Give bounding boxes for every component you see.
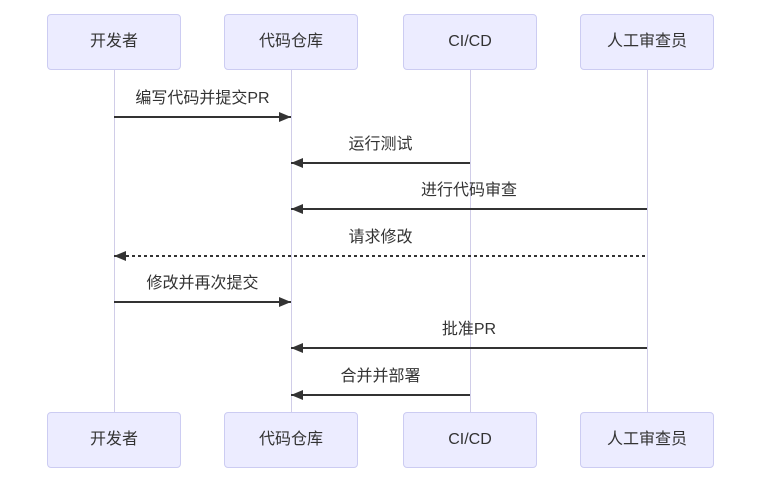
lifeline-repo: [290, 70, 292, 412]
message-6-arrowhead-icon: [291, 343, 303, 353]
message-1-line: [114, 116, 291, 118]
actor-label: CI/CD: [448, 33, 492, 50]
message-7-line: [291, 394, 470, 396]
actor-label: 代码仓库: [258, 431, 323, 448]
message-6-line: [291, 347, 647, 349]
actor-developer-bottom: 开发者: [47, 412, 181, 468]
lifeline-reviewer: [646, 70, 648, 412]
message-5-line: [114, 301, 291, 303]
message-3-line: [291, 208, 647, 210]
actor-repo-bottom: 代码仓库: [224, 412, 358, 468]
message-4-arrowhead-icon: [114, 251, 126, 261]
message-2-arrowhead-icon: [291, 158, 303, 168]
actor-reviewer-top: 人工审查员: [580, 14, 714, 70]
actor-reviewer-bottom: 人工审查员: [580, 412, 714, 468]
message-7-label: 合并并部署: [340, 368, 421, 385]
message-3-label: 进行代码审查: [420, 182, 518, 199]
actor-label: CI/CD: [448, 431, 492, 448]
message-4-line: [114, 255, 647, 257]
message-6-label: 批准PR: [441, 321, 497, 338]
message-3-arrowhead-icon: [291, 204, 303, 214]
actor-label: 人工审查员: [606, 33, 687, 50]
message-4-label: 请求修改: [348, 229, 413, 246]
actor-cicd-top: CI/CD: [403, 14, 537, 70]
actor-label: 开发者: [89, 431, 138, 448]
actor-label: 代码仓库: [258, 33, 323, 50]
actor-developer-top: 开发者: [47, 14, 181, 70]
actor-label: 人工审查员: [606, 431, 687, 448]
message-2-line: [291, 162, 470, 164]
actor-repo-top: 代码仓库: [224, 14, 358, 70]
message-5-label: 修改并再次提交: [146, 275, 259, 292]
actor-label: 开发者: [89, 33, 138, 50]
message-2-label: 运行测试: [348, 136, 413, 153]
message-7-arrowhead-icon: [291, 390, 303, 400]
lifeline-cicd: [469, 70, 471, 412]
message-1-arrowhead-icon: [279, 112, 291, 122]
message-1-label: 编写代码并提交PR: [135, 90, 270, 107]
message-5-arrowhead-icon: [279, 297, 291, 307]
actor-cicd-bottom: CI/CD: [403, 412, 537, 468]
lifeline-developer: [113, 70, 115, 412]
